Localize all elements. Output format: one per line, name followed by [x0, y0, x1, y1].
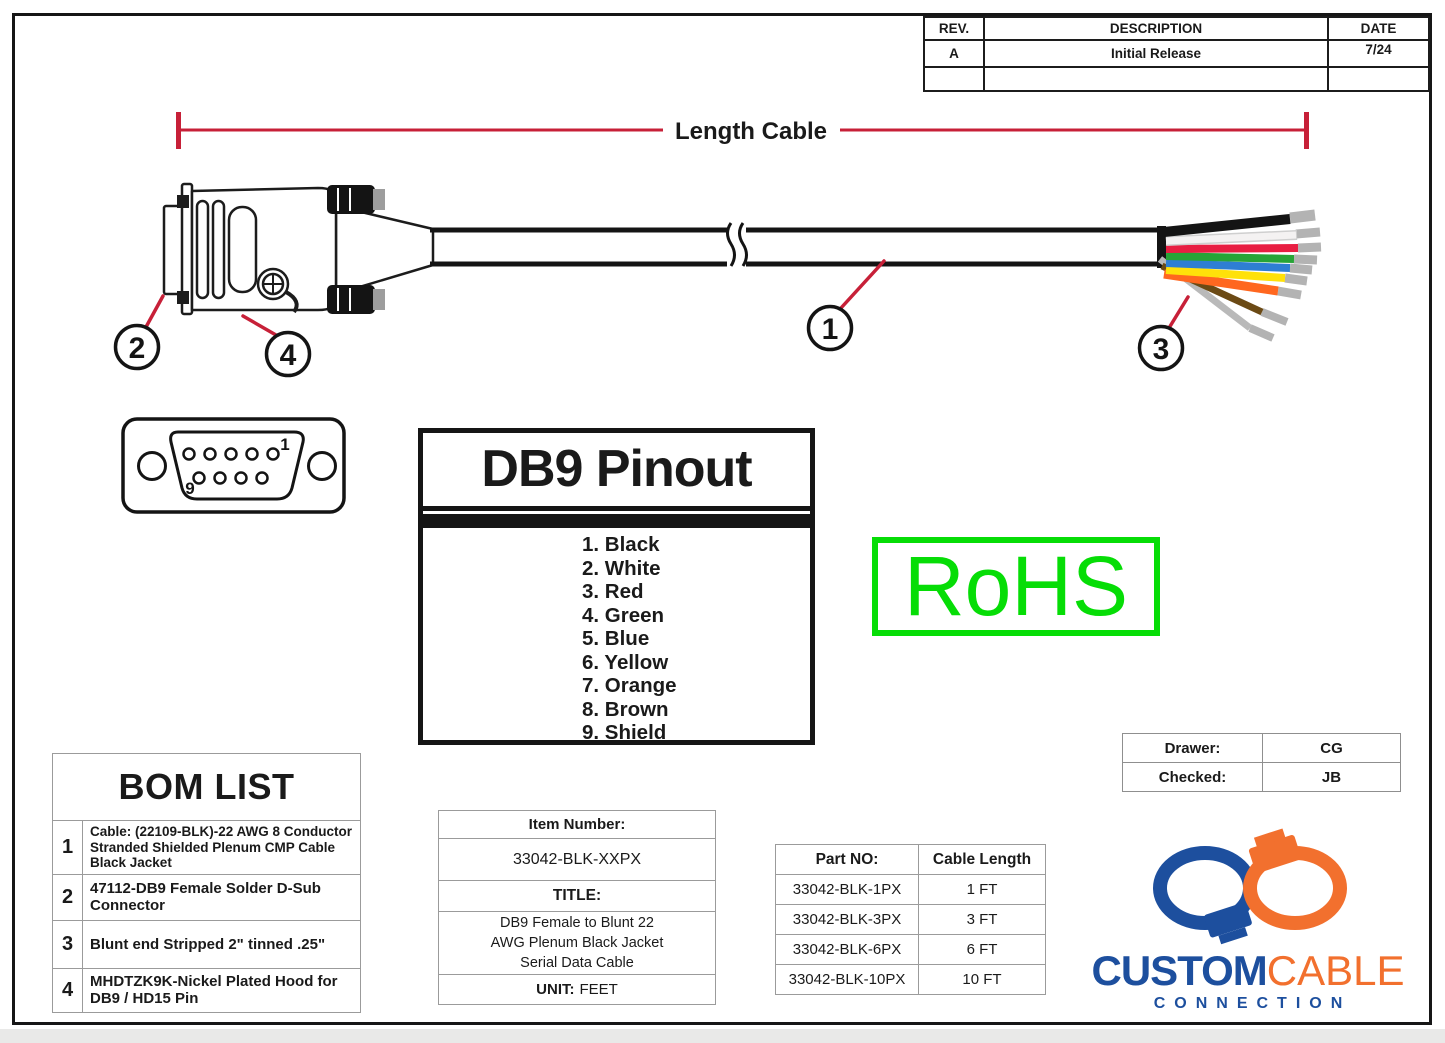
wire-blue: [1165, 259, 1291, 272]
revision-table: REV. DESCRIPTION DATE A Initial Release …: [923, 16, 1430, 92]
pinout-item: 3. Red: [582, 580, 644, 603]
logo-word-cable: CABLE: [1266, 947, 1405, 994]
unit-label: UNIT:: [536, 981, 575, 998]
db9-pinout-box: DB9 Pinout 1. Black 2. White 3. Red 4. G…: [418, 428, 815, 745]
wire-orange: [1163, 269, 1279, 296]
cable-break-symbol: [726, 222, 748, 267]
thumbscrew-bottom: [327, 285, 385, 314]
wire-yellow: [1165, 266, 1286, 282]
callout-balloons: [113, 304, 1185, 378]
callout-4: 4: [280, 339, 297, 372]
pinout-item: 8. Brown: [582, 697, 669, 721]
bom-row: 1 Cable: (22109-BLK)-22 AWG 8 Conductor …: [52, 820, 362, 875]
dimension-label: Length Cable: [675, 118, 827, 145]
part-number-table: Part NO: Cable Length 33042-BLK-1PX 1 FT…: [775, 844, 1046, 995]
bom-row: 3 Blunt end Stripped 2" tinned .25": [52, 919, 362, 969]
logo-wordmark: CUSTOMCABLE: [1083, 947, 1413, 995]
jacket-cut-end: [1157, 226, 1166, 268]
stripped-wires: [1157, 209, 1322, 342]
company-logo-icon: [1153, 828, 1347, 945]
callout-1: 1: [822, 313, 839, 346]
callout-3-circle: [1137, 324, 1185, 372]
logo-orange-connector: [1248, 828, 1302, 873]
wire-white: [1165, 231, 1297, 245]
pinout-item: 9. Shield: [582, 721, 667, 744]
wire-red: [1165, 244, 1299, 253]
page-bottom-strip: [0, 1029, 1445, 1043]
pinout-item: 6. Yellow: [582, 650, 669, 674]
thumbscrew-top: [327, 185, 385, 214]
logo-word-custom: CUSTOM: [1091, 947, 1268, 994]
unit-row: UNIT: FEET: [439, 974, 715, 1004]
hood-grip-slot: [211, 199, 226, 300]
part-row: 33042-BLK-1PX 1 FT: [775, 874, 1046, 905]
callout-4-circle: [264, 330, 312, 378]
callout-2-circle: [113, 323, 161, 371]
cable-jacket: [430, 227, 1162, 267]
logo-word-connection: CONNECTION: [1153, 995, 1352, 1012]
logo-blue-connector: [1204, 902, 1252, 945]
item-number-label: Item Number:: [528, 816, 626, 833]
pinout-item: 4. Green: [582, 603, 665, 627]
pinout-item: 1. Black: [582, 533, 660, 556]
part-row: 33042-BLK-10PX 10 FT: [775, 964, 1046, 995]
revision-row: A Initial Release 7/24: [923, 39, 1430, 68]
part-row: 33042-BLK-3PX 3 FT: [775, 904, 1046, 935]
part-no-header: Part NO:: [775, 844, 919, 875]
pins-row-bottom: [192, 471, 269, 485]
callout-leaders: [144, 259, 1190, 337]
dimension-tick-left: [176, 112, 181, 149]
rohs-badge: RoHS: [872, 537, 1160, 636]
part-row: 33042-BLK-6PX 6 FT: [775, 934, 1046, 965]
hood-panel: [227, 205, 258, 294]
pinout-item: 5. Blue: [582, 627, 650, 650]
db9-face-drawing: [121, 417, 346, 514]
approval-table: Drawer: CG Checked: JB: [1122, 733, 1401, 792]
unit-value: FEET: [579, 981, 618, 998]
wire-black: [1163, 214, 1291, 237]
item-title: DB9 Female to Blunt 22 AWG Plenum Black …: [439, 911, 715, 974]
bom-title: BOM LIST: [51, 753, 362, 821]
pinout-list: 1. Black 2. White 3. Red 4. Green 5. Blu…: [423, 528, 810, 745]
bom-list-table: BOM LIST 1 Cable: (22109-BLK)-22 AWG 8 C…: [51, 753, 362, 1013]
item-number-box: Item Number: 33042-BLK-XXPX TITLE: DB9 F…: [438, 810, 716, 1005]
cable-length-header: Cable Length: [918, 844, 1046, 875]
db9-hood-drawing: [162, 182, 435, 316]
description-header: DESCRIPTION: [983, 16, 1329, 41]
dimension-line: Length Cable: [176, 112, 1309, 149]
callout-3: 3: [1153, 333, 1170, 366]
bom-row: 4 MHDTZK9K-Nickel Plated Hood for DB9 / …: [52, 967, 362, 1013]
sheet-border: [12, 13, 1432, 1025]
hood-taper: [334, 204, 435, 296]
pinout-item: 7. Orange: [582, 674, 677, 697]
pin-1-label: 1: [280, 435, 289, 454]
pinout-item: 2. White: [582, 556, 661, 580]
title-label: TITLE:: [439, 880, 715, 911]
pin-9-label: 9: [185, 479, 194, 498]
wire-green: [1165, 252, 1295, 263]
date-header: DATE: [1327, 16, 1430, 41]
revision-row-empty: [923, 66, 1430, 92]
checked-row: Checked: JB: [1122, 762, 1401, 792]
bom-row: 2 47112-DB9 Female Solder D-Sub Connecto…: [52, 873, 362, 921]
pinout-divider-bar: [423, 514, 810, 528]
hood-grip-slot: [195, 199, 210, 300]
callout-1-circle: [806, 304, 854, 352]
rev-header: REV.: [923, 16, 985, 41]
pins-row-top: [182, 447, 280, 461]
callout-2: 2: [129, 332, 146, 365]
pinout-title: DB9 Pinout: [423, 433, 810, 511]
item-number-value: 33042-BLK-XXPX: [439, 838, 715, 880]
drawer-row: Drawer: CG: [1122, 733, 1401, 763]
